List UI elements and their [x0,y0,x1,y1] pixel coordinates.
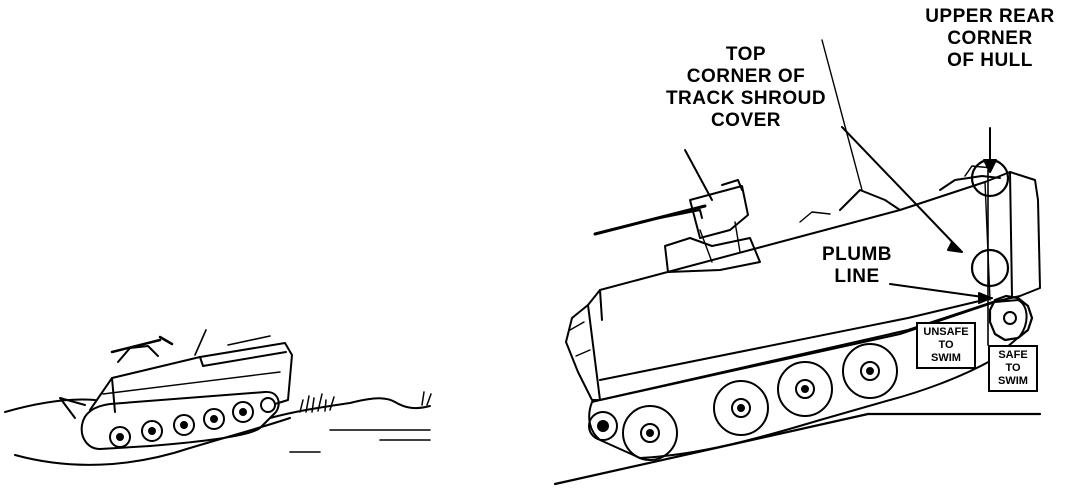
plumb-leader [890,284,990,298]
small-bank-line [5,400,95,413]
gun-mount [690,186,748,238]
small-shore-line [270,398,430,418]
small-water-line [290,430,430,452]
track-shroud-leader-1 [685,150,712,200]
upper-rear-corner-label: UPPER REAR CORNER OF HULL [920,6,1060,72]
small-gun [112,337,172,352]
small-hull [90,343,292,410]
plumb-line-label: PLUMB LINE [812,244,902,288]
hull-top-edge [600,290,602,320]
cupola [665,238,760,272]
small-grass [300,392,431,412]
safe-to-swim-label: SAFE TO SWIM [988,345,1038,392]
track-shroud-marker [972,250,1008,286]
track-shroud-label: TOP CORNER OF TRACK SHROUD COVER [636,44,856,132]
hatch-cover [840,190,900,210]
small-sprocket [261,398,275,412]
hull-rear-plate [1010,172,1012,296]
unsafe-to-swim-label: UNSAFE TO SWIM [916,322,976,369]
small-vehicle-scene [5,330,431,465]
